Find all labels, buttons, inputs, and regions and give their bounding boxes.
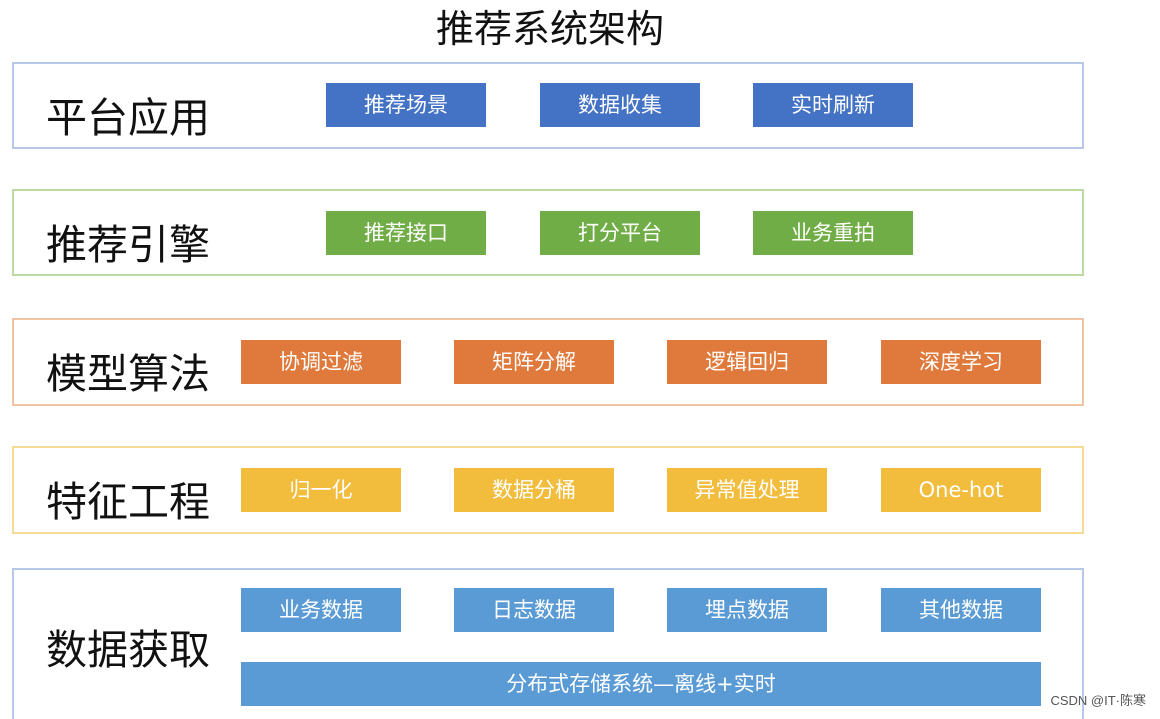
layer-recommendation-engine: 推荐引擎 推荐接口 打分平台 业务重拍 — [12, 189, 1084, 276]
component-box: 深度学习 — [881, 340, 1041, 384]
layer-model-algorithms: 模型算法 协调过滤 矩阵分解 逻辑回归 深度学习 — [12, 318, 1084, 406]
component-box: One-hot — [881, 468, 1041, 512]
diagram-title: 推荐系统架构 — [435, 7, 664, 51]
layer-label: 特征工程 — [46, 478, 210, 526]
layer-label: 平台应用 — [46, 94, 210, 142]
component-box: 矩阵分解 — [454, 340, 614, 384]
distributed-storage-box: 分布式存储系统—离线+实时 — [241, 662, 1041, 706]
component-box: 推荐接口 — [326, 211, 486, 255]
layer-data-acquisition: 数据获取 业务数据 日志数据 埋点数据 其他数据 分布式存储系统—离线+实时 — [12, 568, 1084, 719]
layer-label: 数据获取 — [46, 626, 210, 674]
component-box: 实时刷新 — [753, 83, 913, 127]
component-box: 打分平台 — [540, 211, 700, 255]
component-box: 归一化 — [241, 468, 401, 512]
component-box: 协调过滤 — [241, 340, 401, 384]
component-box: 数据分桶 — [454, 468, 614, 512]
component-box: 逻辑回归 — [667, 340, 827, 384]
component-box: 业务重拍 — [753, 211, 913, 255]
layer-feature-engineering: 特征工程 归一化 数据分桶 异常值处理 One-hot — [12, 446, 1084, 534]
layer-label: 推荐引擎 — [46, 221, 210, 269]
component-box: 推荐场景 — [326, 83, 486, 127]
component-box: 业务数据 — [241, 588, 401, 632]
component-box: 日志数据 — [454, 588, 614, 632]
component-box: 埋点数据 — [667, 588, 827, 632]
component-box: 数据收集 — [540, 83, 700, 127]
watermark: CSDN @IT·陈寒 — [1050, 693, 1146, 708]
component-box: 异常值处理 — [667, 468, 827, 512]
layer-label: 模型算法 — [46, 350, 210, 398]
component-box: 其他数据 — [881, 588, 1041, 632]
layer-platform-application: 平台应用 推荐场景 数据收集 实时刷新 — [12, 62, 1084, 149]
